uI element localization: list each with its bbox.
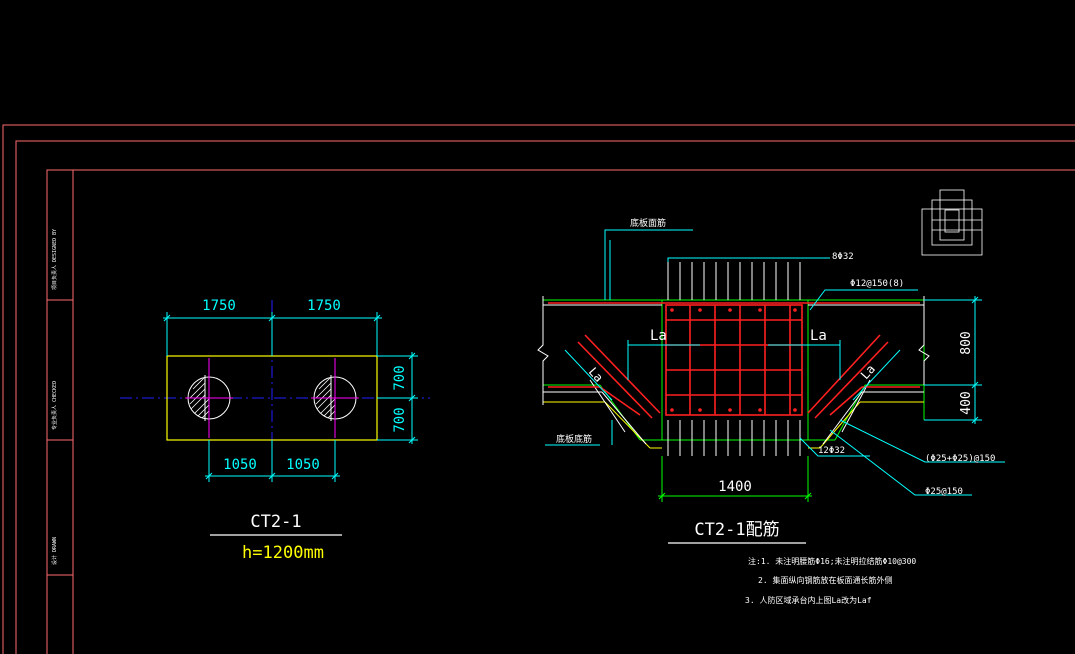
la-dims (564, 340, 901, 401)
plan-dim-right-2: 700 (392, 407, 408, 432)
label-pair-bars: (Φ25+Φ25)@150 (925, 454, 995, 464)
plan-dims-bottom (205, 440, 340, 482)
plan-dim-top-2: 1750 (307, 298, 341, 314)
dim-height-bottom: 400 (959, 391, 974, 414)
reinforcement-section: La La La La 底板面筋 8Φ32 Φ12@150(8) 800 400 (537, 217, 1005, 544)
notes-block: 注:1. 未注明腰筋Φ16;未注明拉结筋Φ10@300 2. 集面纵向钢筋放在板… (745, 556, 916, 605)
la-slope-right-label: La (858, 362, 878, 382)
plan-dim-bottom-2: 1050 (286, 457, 320, 473)
label-single-bars: Φ25@150 (925, 487, 963, 497)
bottom-vertical-bars (667, 420, 801, 456)
label-top-rebar: 底板面筋 (630, 217, 666, 229)
dim-width-label: 1400 (718, 479, 752, 495)
note-line-1: 注:1. 未注明腰筋Φ16;未注明拉结筋Φ10@300 (748, 556, 916, 566)
section-leaders-top (604, 229, 918, 311)
plan-dim-bottom-1: 1050 (223, 457, 257, 473)
section-dims-right (924, 296, 982, 424)
pile-cap-plan: 1750 1750 1050 1050 700 700 CT2-1 (120, 298, 430, 563)
label-bottom-rebar: 底板底筋 (556, 433, 592, 445)
top-vertical-bars (667, 262, 801, 300)
plan-dim-top-1: 1750 (202, 298, 236, 314)
plan-dim-right-1: 700 (392, 365, 408, 390)
layer-preview-icon (921, 189, 983, 256)
plan-dims-right (377, 352, 418, 444)
rebar-dots (670, 308, 797, 412)
title-strip: 项目负责人 DESIGNED BY 专业负责人 CHECKED 设计 DRAWN (51, 229, 58, 565)
la-left-label: La (650, 328, 667, 344)
title-strip-label-3: 设计 DRAWN (51, 537, 58, 565)
section-slab-outline (543, 401, 924, 449)
section-break-marks (537, 296, 930, 405)
plan-title: CT2-1 (250, 512, 301, 532)
la-right-label: La (810, 328, 827, 344)
note-line-3: 3. 人防区域承台内上图La改为Laf (745, 595, 872, 605)
title-strip-label-2: 专业负责人 CHECKED (51, 381, 58, 430)
dim-height-top: 800 (959, 331, 974, 354)
note-line-2: 2. 集面纵向钢筋放在板面通长筋外侧 (758, 575, 892, 585)
plan-subtitle: h=1200mm (242, 543, 324, 563)
label-bottom-bars: 12Φ32 (818, 446, 845, 456)
label-top-bars: 8Φ32 (832, 252, 854, 262)
label-stirrup: Φ12@150(8) (850, 279, 904, 289)
section-title: CT2-1配筋 (694, 520, 779, 540)
rebar-cage (548, 302, 920, 419)
drawing-frame (2, 124, 1075, 654)
section-leaders-bottom (545, 419, 1005, 496)
plan-dims-top (163, 312, 382, 356)
section-dim-width (658, 456, 812, 502)
title-strip-label-1: 项目负责人 DESIGNED BY (51, 229, 58, 290)
